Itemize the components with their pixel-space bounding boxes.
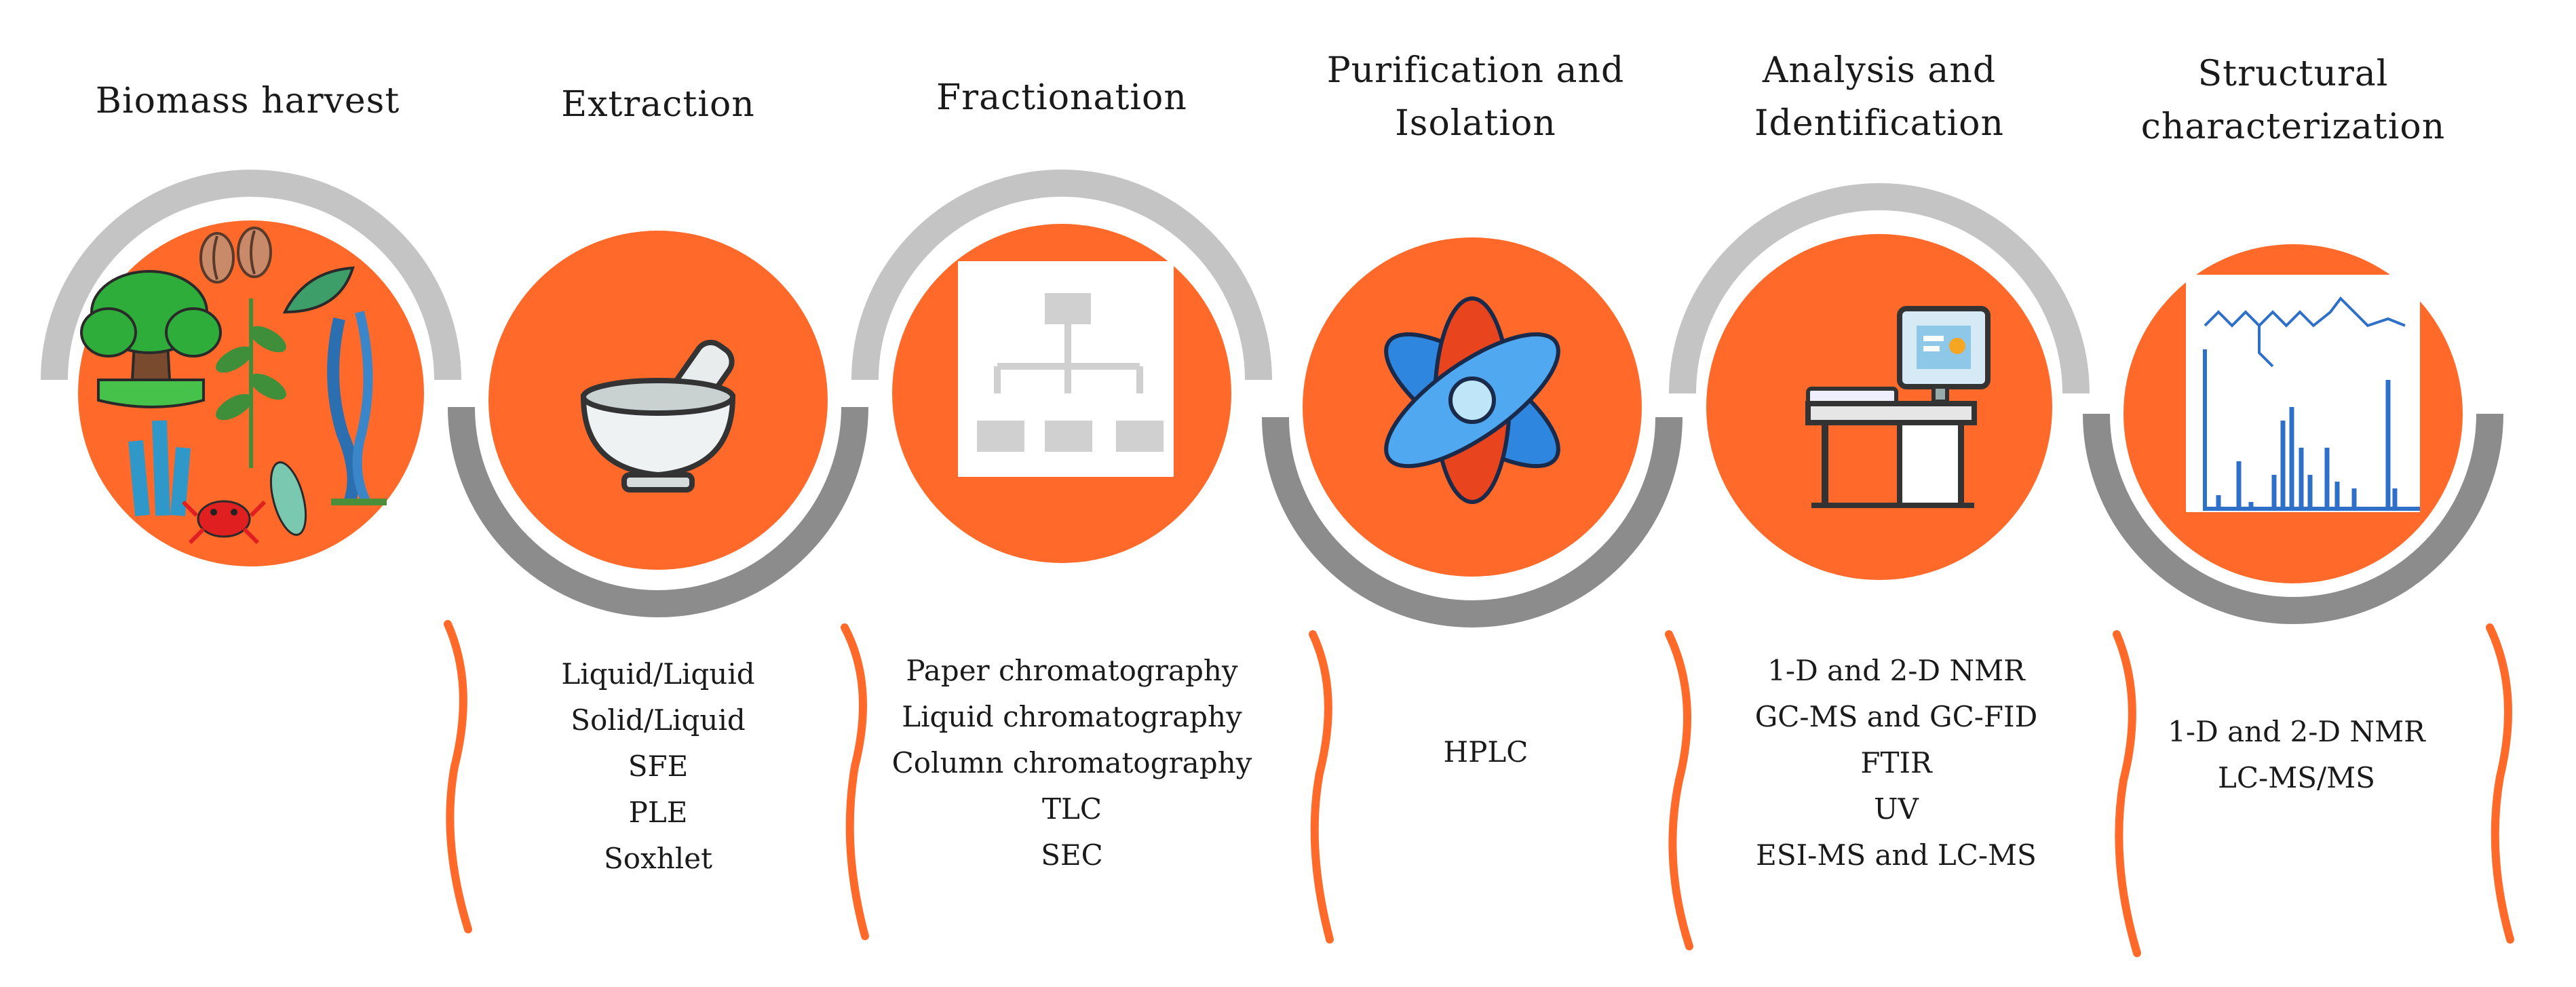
stage-title-line: Purification and bbox=[1326, 50, 1625, 91]
spectrum-peaks bbox=[2216, 380, 2398, 509]
method-item: SFE bbox=[628, 750, 689, 783]
methods-structural: 1-D and 2-D NMR LC-MS/MS bbox=[2107, 709, 2486, 801]
divider-4 bbox=[1665, 630, 1693, 950]
methods-analysis: 1-D and 2-D NMR GC-MS and GC-FID FTIR UV… bbox=[1706, 648, 2086, 878]
stage-title-line: Structural bbox=[2197, 54, 2389, 94]
stage-title-line: Fractionation bbox=[936, 77, 1187, 118]
method-item: SEC bbox=[1041, 838, 1103, 872]
method-item: LC-MS/MS bbox=[2218, 761, 2375, 794]
stage-dividers bbox=[444, 620, 2514, 957]
divider-6 bbox=[2486, 623, 2514, 944]
arc-top-3 bbox=[851, 170, 1272, 381]
method-item: Liquid chromatography bbox=[902, 700, 1242, 733]
biomass-collage-icon bbox=[80, 227, 387, 545]
methods-extraction: Liquid/Liquid Solid/Liquid SFE PLE Soxhl… bbox=[468, 651, 848, 882]
method-item: 1-D and 2-D NMR bbox=[1767, 654, 2025, 687]
method-item: UV bbox=[1874, 792, 1919, 826]
stage-title-extraction: Extraction bbox=[468, 78, 848, 131]
arc-bottom-6 bbox=[2083, 413, 2503, 624]
arc-top-5 bbox=[1669, 183, 2090, 394]
method-item: FTIR bbox=[1860, 746, 1932, 779]
stage-title-line: Identification bbox=[1754, 103, 2004, 144]
stage-title-structural: Structural characterization bbox=[2103, 47, 2483, 153]
method-item: ESI-MS and LC-MS bbox=[1756, 838, 2037, 872]
stage-title-line: Analysis and bbox=[1762, 50, 1997, 91]
method-item: Liquid/Liquid bbox=[561, 657, 755, 691]
arc-bottom-4 bbox=[1262, 417, 1683, 627]
stage-title-line: Isolation bbox=[1395, 103, 1556, 144]
hierarchy-chart-icon bbox=[958, 261, 1174, 477]
mortar-pestle-icon bbox=[580, 339, 736, 492]
arc-bottom-2 bbox=[448, 406, 868, 617]
divider-3 bbox=[1309, 630, 1334, 944]
stage-title-line: Biomass harvest bbox=[95, 81, 400, 121]
method-item: Soxhlet bbox=[604, 842, 712, 875]
stage-title-analysis: Analysis and Identification bbox=[1689, 44, 2069, 150]
methods-fractionation: Paper chromatography Liquid chromatograp… bbox=[882, 648, 1262, 878]
stage-title-line: Extraction bbox=[561, 84, 755, 125]
method-item: Column chromatography bbox=[891, 746, 1252, 779]
stage-title-purification: Purification and Isolation bbox=[1286, 44, 1666, 150]
divider-1 bbox=[444, 620, 472, 933]
stage-title-line: characterization bbox=[2140, 107, 2446, 147]
stage-title-fractionation: Fractionation bbox=[872, 71, 1252, 124]
method-item: GC-MS and GC-FID bbox=[1754, 700, 2038, 733]
method-item: Paper chromatography bbox=[906, 654, 1238, 687]
atom-icon bbox=[1384, 296, 1560, 504]
method-item: TLC bbox=[1041, 792, 1102, 826]
divider-2 bbox=[841, 623, 869, 940]
computer-desk-icon bbox=[1805, 306, 1991, 508]
method-item: PLE bbox=[628, 796, 688, 829]
methods-purification: HPLC bbox=[1296, 729, 1676, 775]
stage-title-biomass: Biomass harvest bbox=[58, 75, 438, 128]
mass-spectrum-icon bbox=[2186, 275, 2420, 512]
method-item: Solid/Liquid bbox=[571, 703, 746, 737]
method-item: 1-D and 2-D NMR bbox=[2168, 715, 2425, 748]
arc-top-1 bbox=[41, 170, 461, 381]
method-item: HPLC bbox=[1443, 735, 1529, 769]
divider-5 bbox=[2113, 630, 2141, 957]
